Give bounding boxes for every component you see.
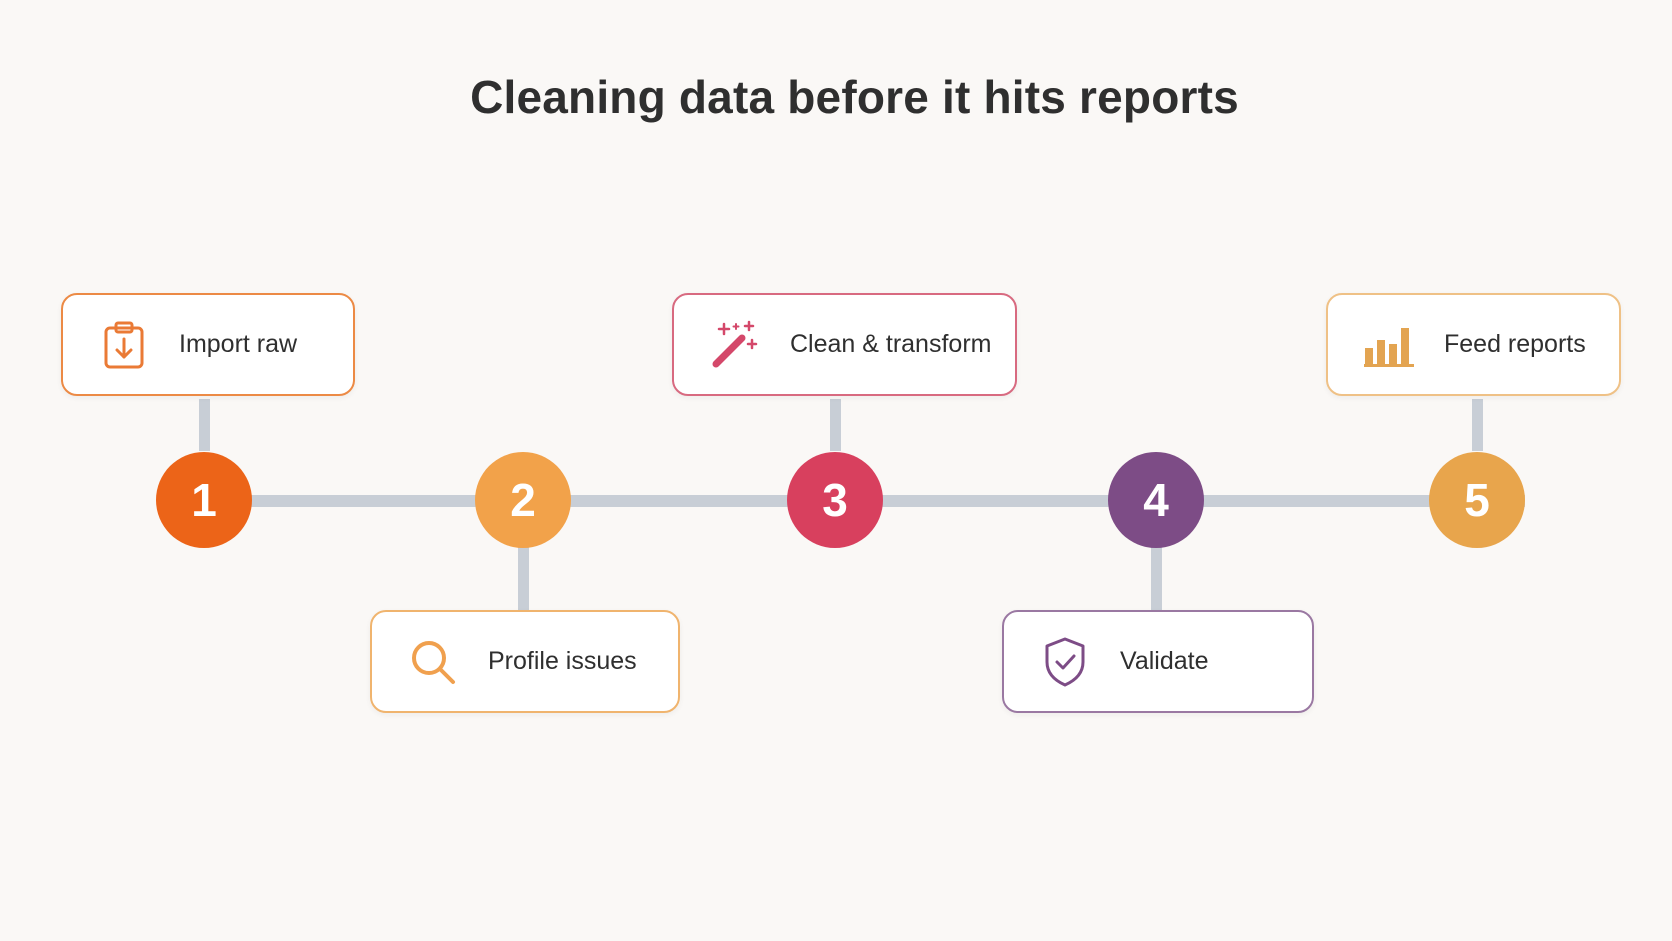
step-card-feed-reports: Feed reports xyxy=(1326,293,1621,396)
shield-check-icon xyxy=(1040,637,1090,687)
step-card-clean-transform: Clean & transform xyxy=(672,293,1017,396)
connector-1 xyxy=(199,399,210,451)
step-label: Validate xyxy=(1120,647,1209,675)
step-circle-2: 2 xyxy=(475,452,571,548)
step-circle-3: 3 xyxy=(787,452,883,548)
step-label: Profile issues xyxy=(488,647,637,675)
step-circle-1: 1 xyxy=(156,452,252,548)
magic-wand-icon xyxy=(710,320,760,370)
step-label: Clean & transform xyxy=(790,330,992,358)
connector-2 xyxy=(518,545,529,610)
page-title: Cleaning data before it hits reports xyxy=(470,71,1239,123)
step-circle-5: 5 xyxy=(1429,452,1525,548)
step-card-validate: Validate xyxy=(1002,610,1314,713)
connector-4 xyxy=(1151,545,1162,610)
bar-chart-icon xyxy=(1364,320,1414,370)
step-label: Feed reports xyxy=(1444,330,1586,358)
step-circle-4: 4 xyxy=(1108,452,1204,548)
clipboard-import-icon xyxy=(99,320,149,370)
magnifier-icon xyxy=(408,637,458,687)
connector-5 xyxy=(1472,399,1483,451)
step-label: Import raw xyxy=(179,330,298,358)
step-card-import-raw: Import raw xyxy=(61,293,355,396)
step-card-profile-issues: Profile issues xyxy=(370,610,680,713)
connector-3 xyxy=(830,399,841,451)
